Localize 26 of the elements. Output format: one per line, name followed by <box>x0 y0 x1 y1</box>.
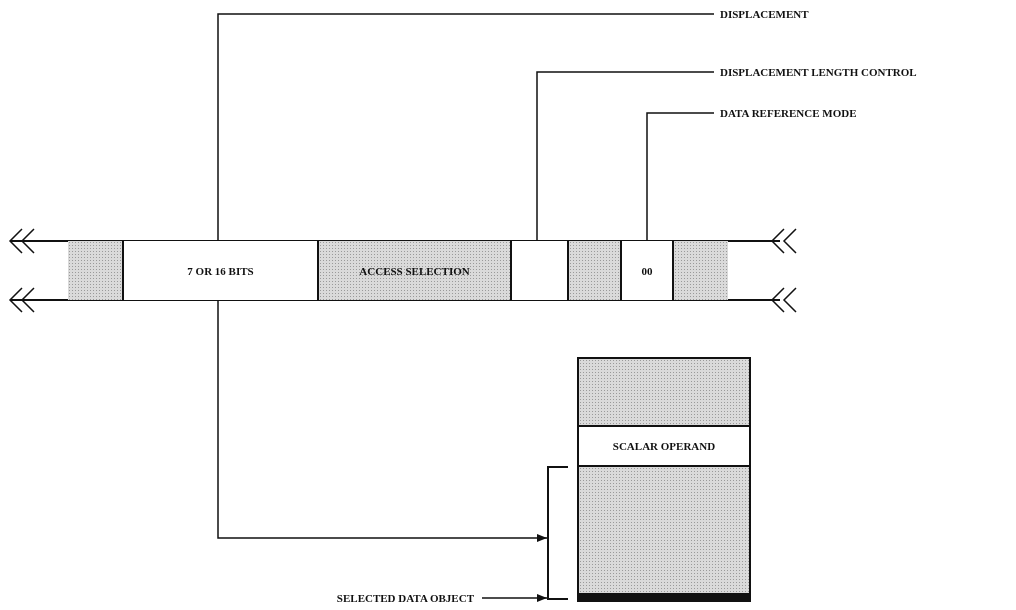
callout-text: DATA REFERENCE MODE <box>714 106 857 120</box>
shaded-region <box>579 359 749 425</box>
shaded-field-cell <box>317 241 510 300</box>
shaded-region <box>579 467 749 593</box>
field-label: 7 OR 16 BITS <box>187 264 254 277</box>
shaded-field-cell <box>68 241 122 300</box>
arrow <box>217 299 548 542</box>
end-bar <box>579 593 749 600</box>
callout-text: DISPLACEMENT LENGTH CONTROL <box>714 65 917 79</box>
field-label: ACCESS SELECTION <box>359 264 470 277</box>
shaded-field-cell <box>567 241 620 300</box>
field-cell <box>122 241 317 300</box>
operand-region <box>579 425 749 467</box>
arrow <box>481 594 548 602</box>
callout-text: DISPLACEMENT <box>714 7 809 21</box>
leader-line <box>646 112 715 242</box>
field-cell <box>620 241 672 300</box>
callout-text: SELECTED DATA OBJECT <box>336 591 482 605</box>
leader-line <box>536 71 715 242</box>
leader-line <box>217 13 715 242</box>
field-label: SCALAR OPERAND <box>612 440 716 452</box>
field-label: 00 <box>641 264 653 277</box>
data-object-column <box>577 357 751 602</box>
bracket <box>547 466 568 600</box>
shaded-field-cell <box>672 241 728 300</box>
field-cell <box>510 241 567 300</box>
